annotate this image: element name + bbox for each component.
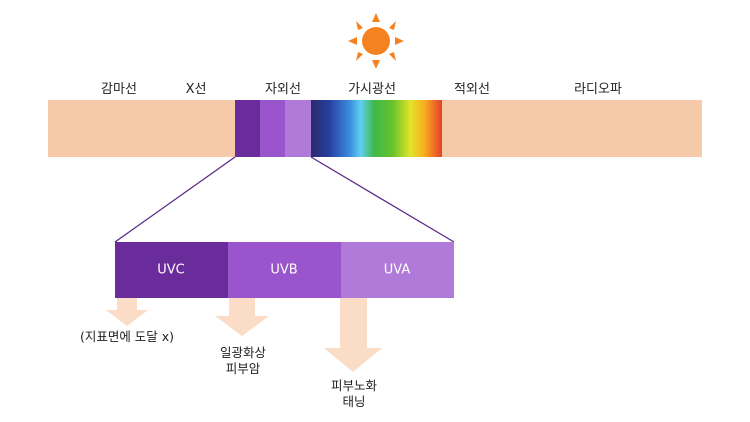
spectrum-label-xray: X선 <box>185 82 207 97</box>
uvb-effect-line-1: 일광화상 <box>219 345 267 360</box>
uvc-band <box>115 242 228 298</box>
uvb-effect-line-2: 피부암 <box>225 361 261 376</box>
uvc-effect: (지표면에 도달 x) <box>80 329 174 345</box>
uvb-segment <box>260 100 285 157</box>
spectrum-label-gamma: 감마선 <box>101 82 137 97</box>
uvc-effect-line: (지표면에 도달 x) <box>79 329 175 344</box>
uva-effect-line-1: 피부노화 <box>330 378 378 393</box>
sun-icon <box>348 13 404 69</box>
uvc-segment <box>235 100 260 157</box>
uvb-band <box>228 242 341 298</box>
uva-effect-line-2: 태닝 <box>342 394 366 409</box>
uva-effect: 피부노화 태닝 <box>331 378 377 410</box>
spectrum-label-visible: 가시광선 <box>348 82 396 97</box>
connector-left <box>114 156 236 243</box>
uvc-label: UVC <box>157 262 185 278</box>
down-arrow-icon <box>106 298 148 326</box>
uva-label: UVA <box>383 262 411 278</box>
spectrum-label-ultraviolet: 자외선 <box>265 82 301 97</box>
down-arrow-icon <box>215 298 269 336</box>
uva-segment <box>285 100 311 157</box>
spectrum-label-infrared: 적외선 <box>454 82 490 97</box>
down-arrow-icon <box>324 298 382 372</box>
spectrum-label-radio: 라디오파 <box>574 82 622 97</box>
connector-right <box>310 156 455 243</box>
visible-light-gradient <box>311 100 442 157</box>
uvb-label: UVB <box>270 262 298 278</box>
uva-band <box>341 242 454 298</box>
uvb-effect: 일광화상 피부암 <box>220 345 266 377</box>
